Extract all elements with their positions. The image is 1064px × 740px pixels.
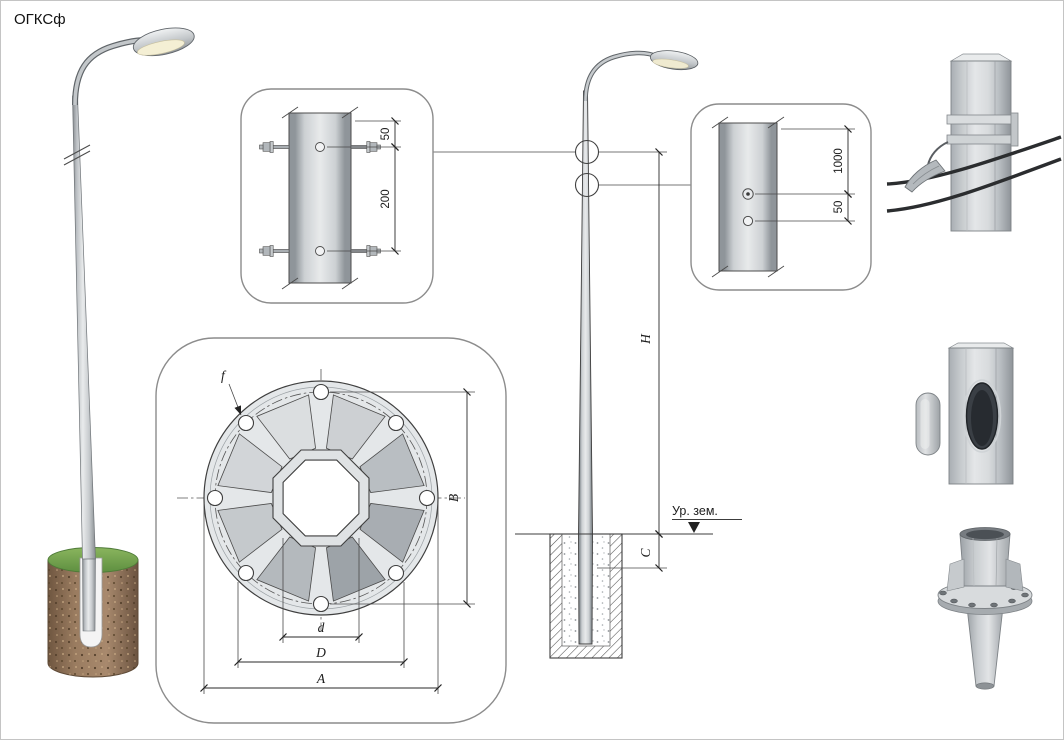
flange-plan-callout: f B d D A (155, 337, 507, 724)
dim-50-offset: 50 (755, 190, 855, 225)
ground-level-mark: Ур. зем. (672, 504, 742, 533)
dim-C-label: C (638, 548, 653, 558)
dim-50-edge: 50 (327, 117, 401, 151)
callout-bubble (690, 103, 872, 291)
ground-level-label: Ур. зем. (672, 504, 718, 518)
shoe-bottom (975, 682, 995, 690)
hole-dia-callout-f: f (221, 368, 242, 416)
faceted-pole (950, 60, 1012, 232)
gusset-ribs (217, 394, 425, 602)
dim-d-label: d (318, 620, 325, 635)
dim-D-label: D (315, 645, 326, 660)
dim-B-label: B (446, 494, 461, 502)
pole-section (288, 112, 352, 284)
ground-level-arrow (688, 522, 700, 533)
collar-rib-right (1005, 558, 1024, 592)
elevation-lamp-arm-outline (583, 50, 658, 102)
dim-H-label: H (638, 333, 653, 345)
drain-hole (742, 215, 754, 227)
clamp-hole-bottom (315, 246, 325, 256)
wedge-clamp-groove (912, 165, 940, 185)
dim-f-label: f (221, 368, 227, 383)
clamp-detail-callout: 50 200 (240, 88, 576, 304)
cable-suspension-render (886, 53, 1062, 232)
foundation-walls-hatch (550, 534, 622, 658)
dim-A-label: A (316, 671, 326, 686)
cable (886, 157, 1062, 213)
detail-marker-bottom (574, 172, 600, 198)
shoe-lower-tube (966, 606, 1004, 687)
dim-B: B (330, 388, 475, 608)
pole-break-mark (63, 144, 91, 166)
pole-top-bevel (947, 342, 1015, 349)
flange-bolt-hole (1021, 592, 1029, 598)
suspension-loop (927, 141, 949, 166)
dim-H: H (599, 148, 667, 538)
shaft-octagon (272, 449, 370, 547)
elevation-pole-embedded (578, 533, 593, 645)
flange-bolt-hole (968, 602, 976, 608)
dim-50-label: 50 (380, 128, 392, 141)
bolt-hole (387, 414, 405, 432)
flange-bolt-hole (1008, 598, 1016, 604)
flange-shoe-render (937, 527, 1033, 690)
dim-1000-height: 1000 (755, 125, 855, 198)
elevation-lamp-arm (584, 51, 658, 102)
handhole-inner (971, 390, 993, 446)
ground-bolt-center (746, 192, 750, 196)
shaft-octagon-bore (282, 459, 360, 537)
flange-bolt-hole (950, 598, 958, 604)
drawing-title: ОГКСф (14, 11, 66, 28)
detail-marker-top (574, 139, 600, 165)
band-clamp-upper (946, 114, 1016, 125)
bolt-hole (418, 489, 436, 507)
flange-bolt-hole (990, 602, 998, 608)
dim-200-spacing: 200 (327, 143, 401, 255)
bolt-hole (312, 383, 330, 401)
collar-seam (995, 537, 998, 587)
bolt-holes (206, 383, 436, 613)
lamp-head (132, 27, 195, 57)
bolt-hole (312, 595, 330, 613)
elevation-lamp-head (649, 50, 699, 71)
elevation-pole (578, 90, 593, 535)
pole-shaft (72, 95, 96, 560)
bolt-hole (387, 564, 405, 582)
bolt-hole (237, 564, 255, 582)
pole-elevation-drawing: Ур. зем. H C (515, 50, 742, 659)
pole-shaft-embedded (82, 557, 96, 632)
dim-50-offset-label: 50 (833, 201, 845, 214)
band-fastener (1010, 112, 1019, 147)
section-break-marks (281, 106, 359, 290)
dim-C: C (597, 530, 667, 572)
dim-D: D (234, 582, 408, 668)
flange-bolt-hole (939, 590, 947, 596)
collar-seam (972, 537, 975, 587)
hole-detail-callout: 1000 50 (598, 103, 872, 291)
shoe-collar-bore (966, 529, 1004, 540)
handhole-cover-render (915, 342, 1015, 485)
handhole-rim (962, 379, 1002, 453)
dim-d: d (279, 538, 363, 643)
lamp-diffuser (652, 58, 689, 69)
dim-A: A (200, 503, 442, 694)
lamp-diffuser (137, 39, 185, 56)
cable (886, 135, 1062, 186)
band-clamp-lower (946, 134, 1016, 145)
lamp-post-3d-render (47, 27, 195, 678)
collar-rib-left (946, 558, 965, 592)
dim-1000-label: 1000 (833, 148, 845, 174)
bolt-hole (206, 489, 224, 507)
cover-highlight (920, 399, 930, 449)
bolt-hole (237, 414, 255, 432)
section-break-marks (711, 116, 785, 278)
pole-top-bevel (949, 53, 1013, 62)
clamp-hole-top (315, 142, 325, 152)
shoe-collar (959, 533, 1011, 587)
dim-200-label: 200 (380, 189, 392, 208)
